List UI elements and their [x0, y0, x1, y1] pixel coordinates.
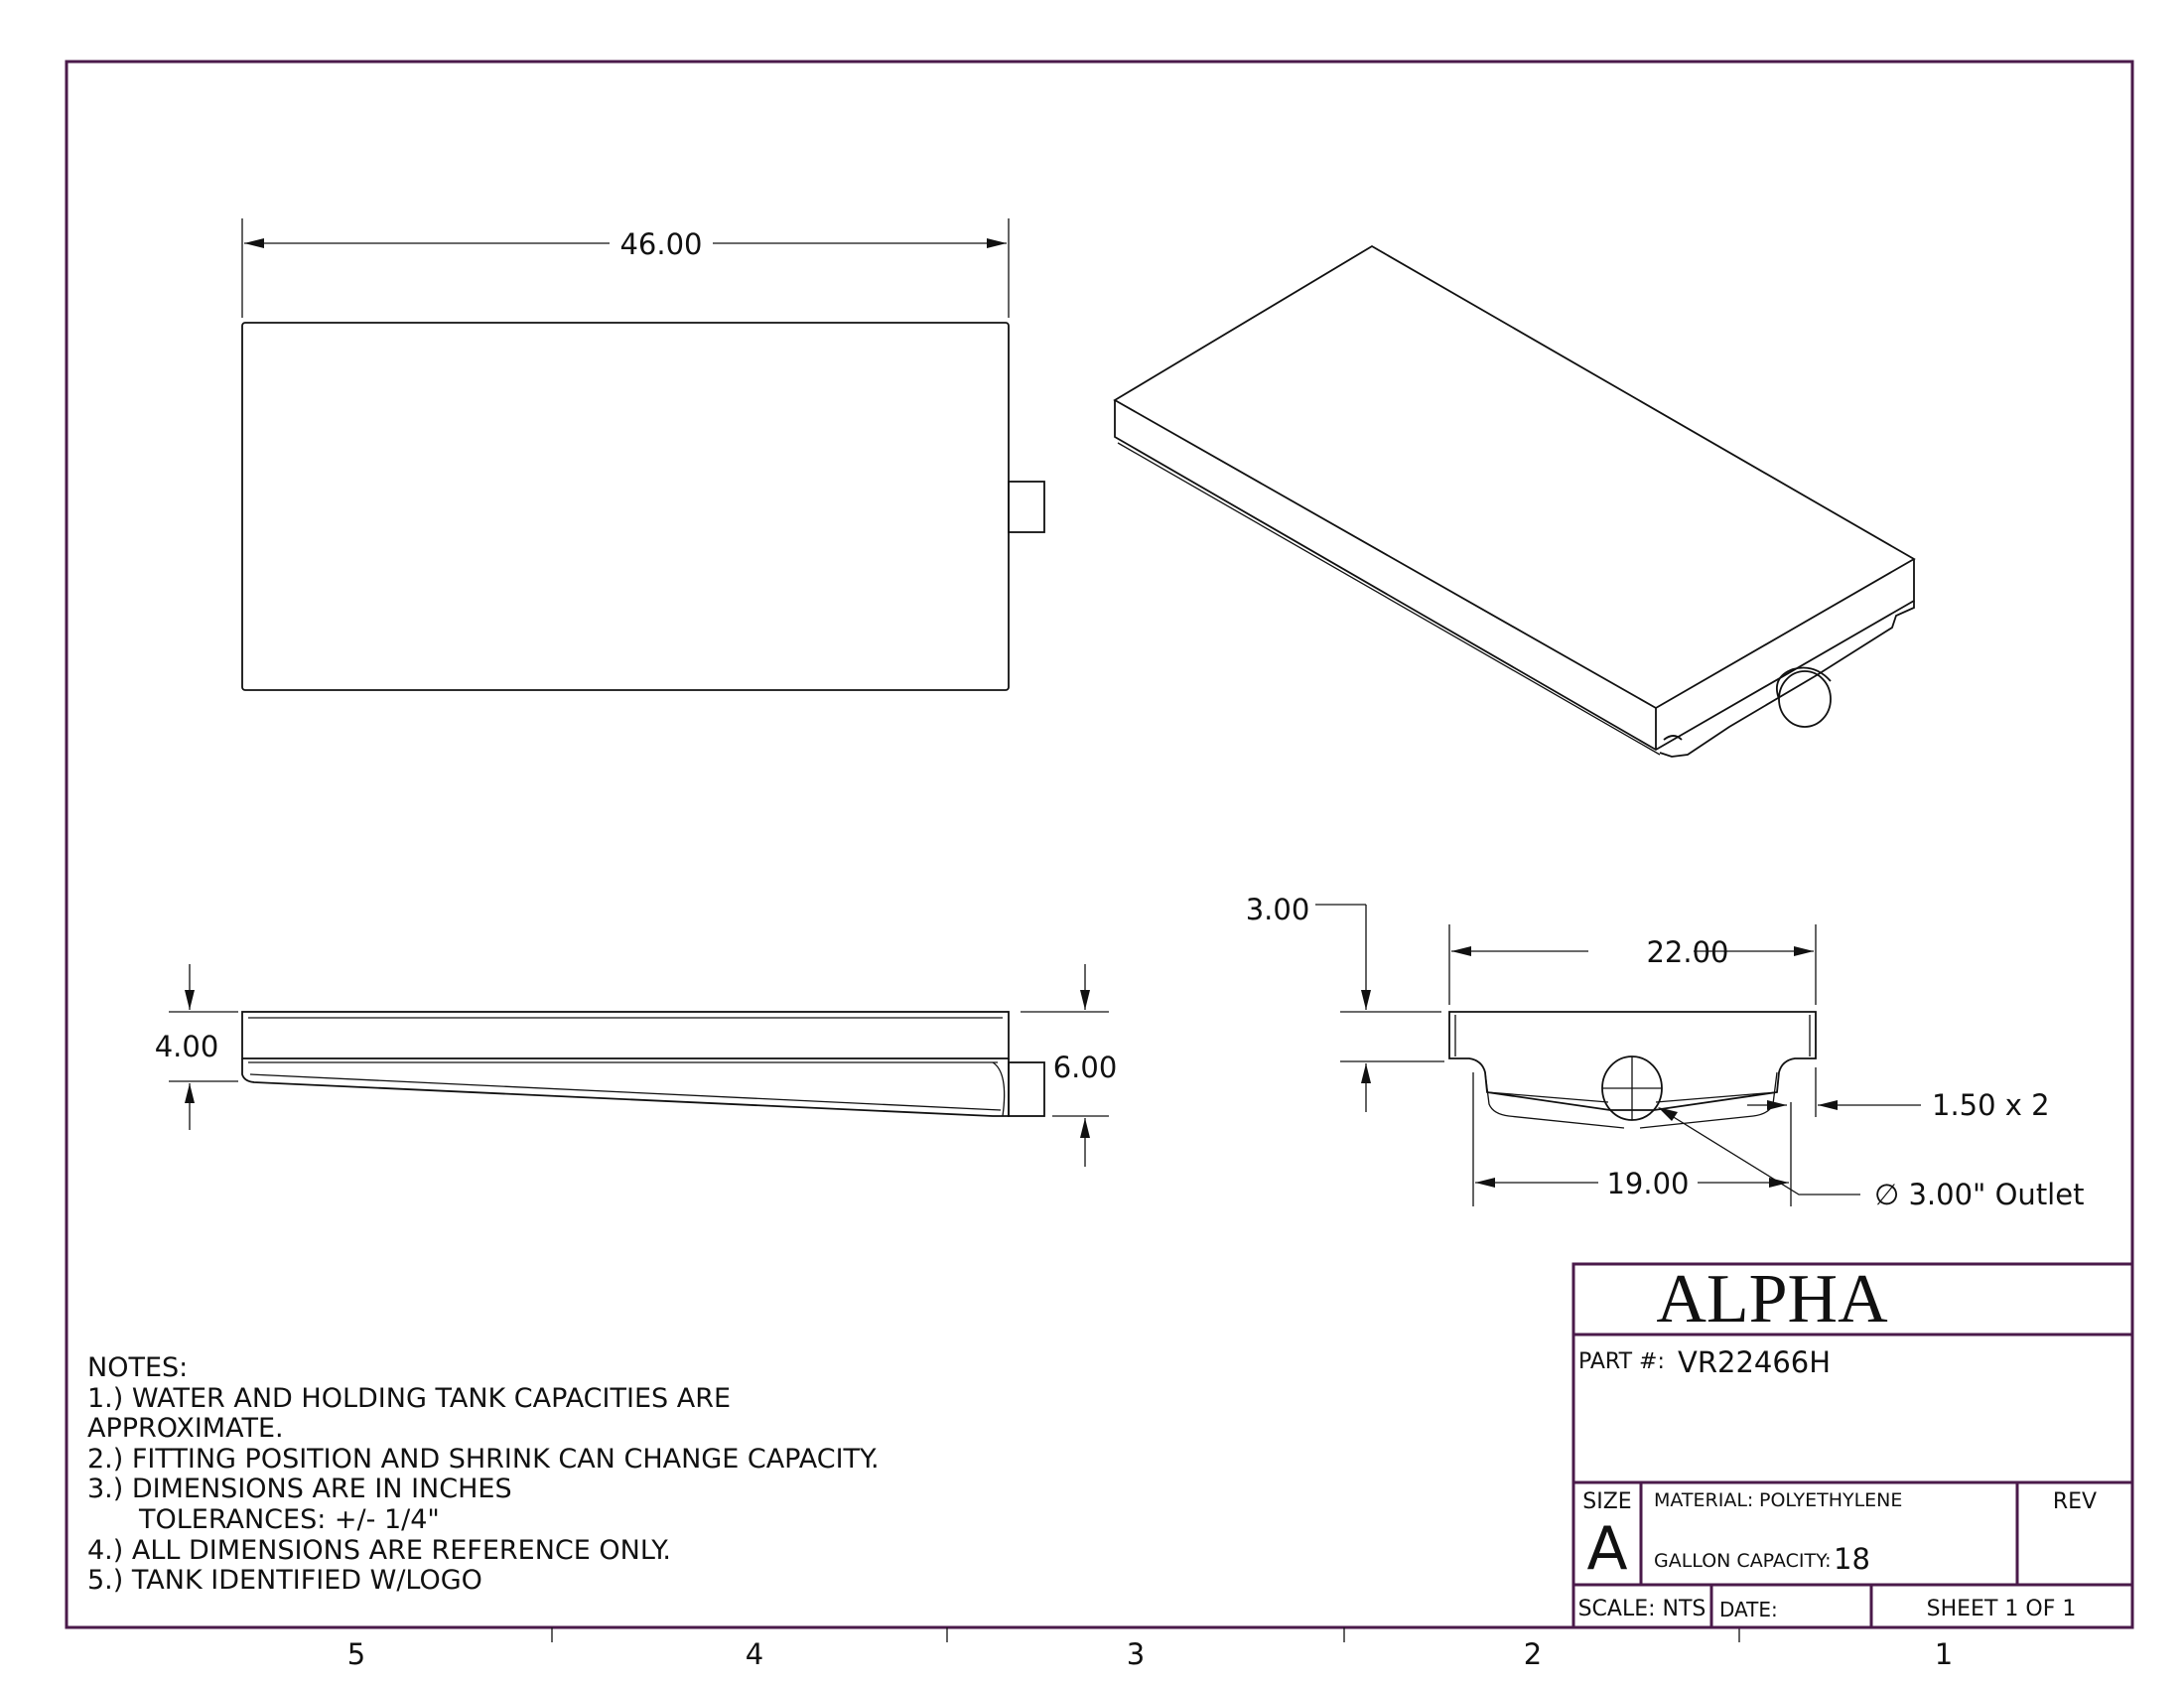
top-view [241, 218, 1045, 691]
outlet-dimension: ∅ 3.00" Outlet [1874, 1178, 2084, 1211]
note-line: 3.) DIMENSIONS ARE IN INCHES [87, 1474, 512, 1504]
isometric-view [1113, 244, 1916, 758]
length-dimension: 46.00 [619, 227, 702, 261]
capacity-label: GALLON CAPACITY: [1654, 1550, 1832, 1572]
note-line: TOLERANCES: +/- 1/4" [138, 1504, 440, 1535]
part-label: PART #: [1578, 1349, 1665, 1374]
end-view [1315, 904, 1921, 1206]
date-label: DATE: [1719, 1598, 1778, 1621]
note-line: APPROXIMATE. [87, 1413, 284, 1444]
zone-number: 1 [1935, 1637, 1953, 1671]
title-block [1571, 1262, 2134, 1629]
capacity-value: 18 [1834, 1542, 1870, 1576]
front-height-dimension: 4.00 [155, 1030, 219, 1063]
zone-number: 4 [746, 1637, 763, 1671]
material-label: MATERIAL: [1654, 1489, 1753, 1511]
note-line: 4.) ALL DIMENSIONS ARE REFERENCE ONLY. [87, 1535, 671, 1566]
side-view [169, 964, 1109, 1167]
rev-label: REV [2053, 1489, 2097, 1514]
notes-title: NOTES: [87, 1352, 188, 1383]
note-line: 5.) TANK IDENTIFIED W/LOGO [87, 1565, 482, 1596]
note-line: 2.) FITTING POSITION AND SHRINK CAN CHAN… [87, 1444, 880, 1475]
material-value: POLYETHYLENE [1759, 1489, 1902, 1511]
part-number: VR22466H [1678, 1345, 1831, 1379]
zone-number: 5 [347, 1637, 365, 1671]
size-label: SIZE [1582, 1489, 1631, 1514]
notes: NOTES: 1.) WATER AND HOLDING TANK CAPACI… [87, 1352, 880, 1596]
zone-ticks [551, 1627, 1740, 1642]
rear-height-dimension: 6.00 [1053, 1051, 1118, 1084]
width-dimension: 22.00 [1646, 935, 1728, 969]
sheet-border [65, 60, 2134, 1629]
bottom-width-dimension: 19.00 [1606, 1167, 1689, 1200]
flange-height-dimension: 3.00 [1246, 893, 1310, 926]
zone-number: 2 [1524, 1637, 1542, 1671]
company-logo: ALPHA [1656, 1261, 1888, 1337]
sheet-label: SHEET 1 OF 1 [1927, 1597, 2077, 1621]
size-value: A [1586, 1514, 1627, 1584]
zone-number: 3 [1127, 1637, 1145, 1671]
scale-label: SCALE: NTS [1578, 1597, 1706, 1621]
step-dimension: 1.50 x 2 [1932, 1088, 2050, 1122]
note-line: 1.) WATER AND HOLDING TANK CAPACITIES AR… [87, 1383, 731, 1414]
